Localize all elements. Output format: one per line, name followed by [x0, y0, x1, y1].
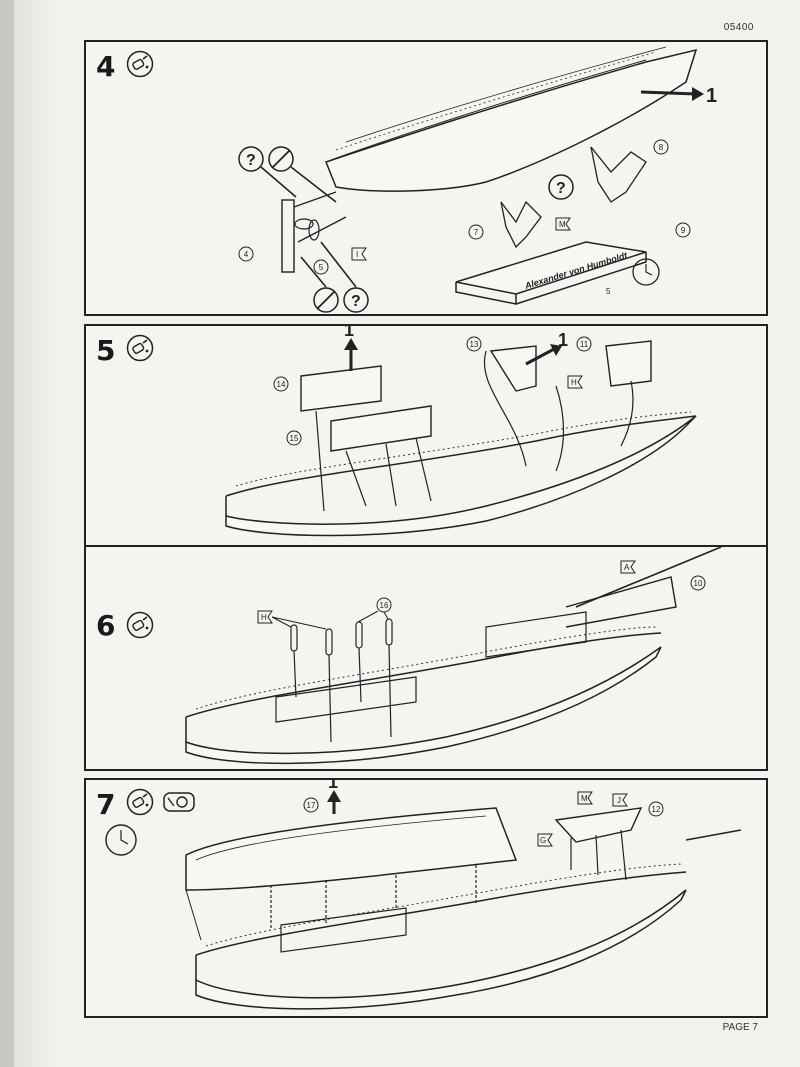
svg-text:?: ? — [556, 180, 566, 197]
svg-text:8: 8 — [659, 143, 664, 152]
svg-text:13: 13 — [470, 340, 479, 349]
svg-text:M: M — [559, 220, 566, 229]
step-number: 7 — [96, 788, 116, 821]
svg-text:9: 9 — [681, 226, 686, 235]
svg-text:14: 14 — [277, 380, 286, 389]
svg-text:12: 12 — [652, 805, 661, 814]
question-mark-icon: ? — [246, 152, 256, 169]
rudder-part — [281, 199, 295, 273]
svg-text:1: 1 — [558, 330, 568, 350]
svg-text:11: 11 — [580, 340, 589, 349]
page-fold-shadow — [14, 0, 54, 1067]
instruction-sheet: 05400 4 1 ? — [14, 0, 800, 1067]
step-7-illustration: 17 1 12 M J G — [105, 780, 742, 1010]
step-4-panel: 4 1 ? — [84, 40, 768, 316]
step-6-illustration: H 16 A 10 — [185, 547, 722, 765]
svg-text:G: G — [540, 836, 546, 845]
no-glue-icon — [268, 146, 294, 172]
cutter-icon — [163, 792, 195, 812]
direction-arrow-label: 1 — [706, 85, 717, 107]
svg-text:15: 15 — [290, 434, 299, 443]
svg-text:A: A — [624, 563, 630, 572]
svg-text:5: 5 — [606, 287, 611, 296]
step-number: 4 — [96, 50, 116, 83]
svg-text:M: M — [581, 794, 588, 803]
glue-tube-icon — [126, 788, 154, 816]
glue-tube-icon — [126, 611, 154, 639]
svg-text:1: 1 — [328, 780, 338, 792]
svg-text:17: 17 — [307, 801, 316, 810]
svg-text:J: J — [617, 796, 621, 805]
svg-text:H: H — [261, 613, 267, 622]
svg-text:4: 4 — [244, 250, 249, 259]
kit-code: 05400 — [723, 22, 754, 33]
step-number: 6 — [96, 609, 116, 642]
glue-tube-icon — [126, 50, 154, 78]
drying-clock-icon — [632, 258, 660, 286]
step-5-panel: 5 1 14 15 1 13 — [84, 324, 768, 550]
drying-clock-icon — [105, 824, 137, 856]
svg-text:I: I — [356, 250, 358, 259]
step-number: 5 — [96, 334, 116, 367]
step-6-panel: 6 H 16 A — [84, 545, 768, 771]
step-7-panel: 7 17 1 — [84, 778, 768, 1018]
svg-text:16: 16 — [380, 601, 389, 610]
svg-text:10: 10 — [694, 579, 703, 588]
step-4-illustration: 1 ? ? 4 5 I Alexander vo — [238, 46, 717, 313]
svg-text:5: 5 — [319, 263, 324, 272]
svg-text:1: 1 — [344, 326, 354, 340]
svg-text:H: H — [571, 378, 577, 387]
step-5-illustration: 1 14 15 1 13 11 H — [225, 326, 697, 537]
glue-tube-icon — [126, 334, 154, 362]
svg-text:7: 7 — [474, 228, 479, 237]
page-number: PAGE 7 — [722, 1022, 758, 1033]
svg-text:?: ? — [351, 293, 361, 310]
